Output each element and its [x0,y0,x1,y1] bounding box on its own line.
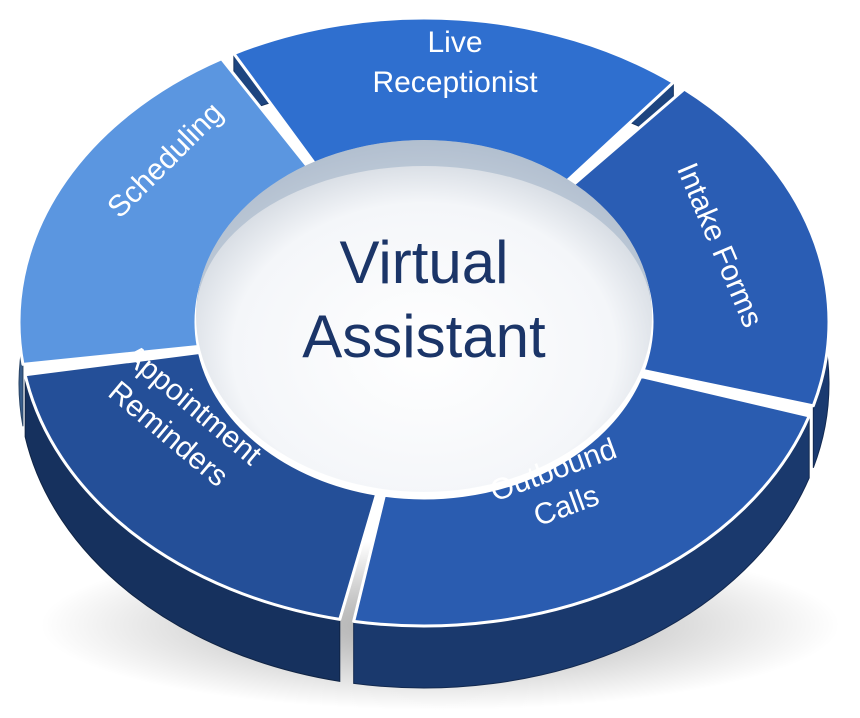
svg-text:Virtual: Virtual [340,229,509,296]
outbound-calls-segment [352,374,811,628]
live-receptionist-label: Live Receptionist [372,26,538,99]
svg-text:Assistant: Assistant [302,303,546,370]
inner-wall [196,140,652,316]
center-title: Virtual Assistant [302,229,546,370]
svg-text:Live: Live [427,26,482,59]
ring-top-faces [17,16,831,628]
svg-text:Receptionist: Receptionist [372,66,538,99]
center-hole [196,140,652,492]
appointment-reminders-segment [23,351,379,621]
